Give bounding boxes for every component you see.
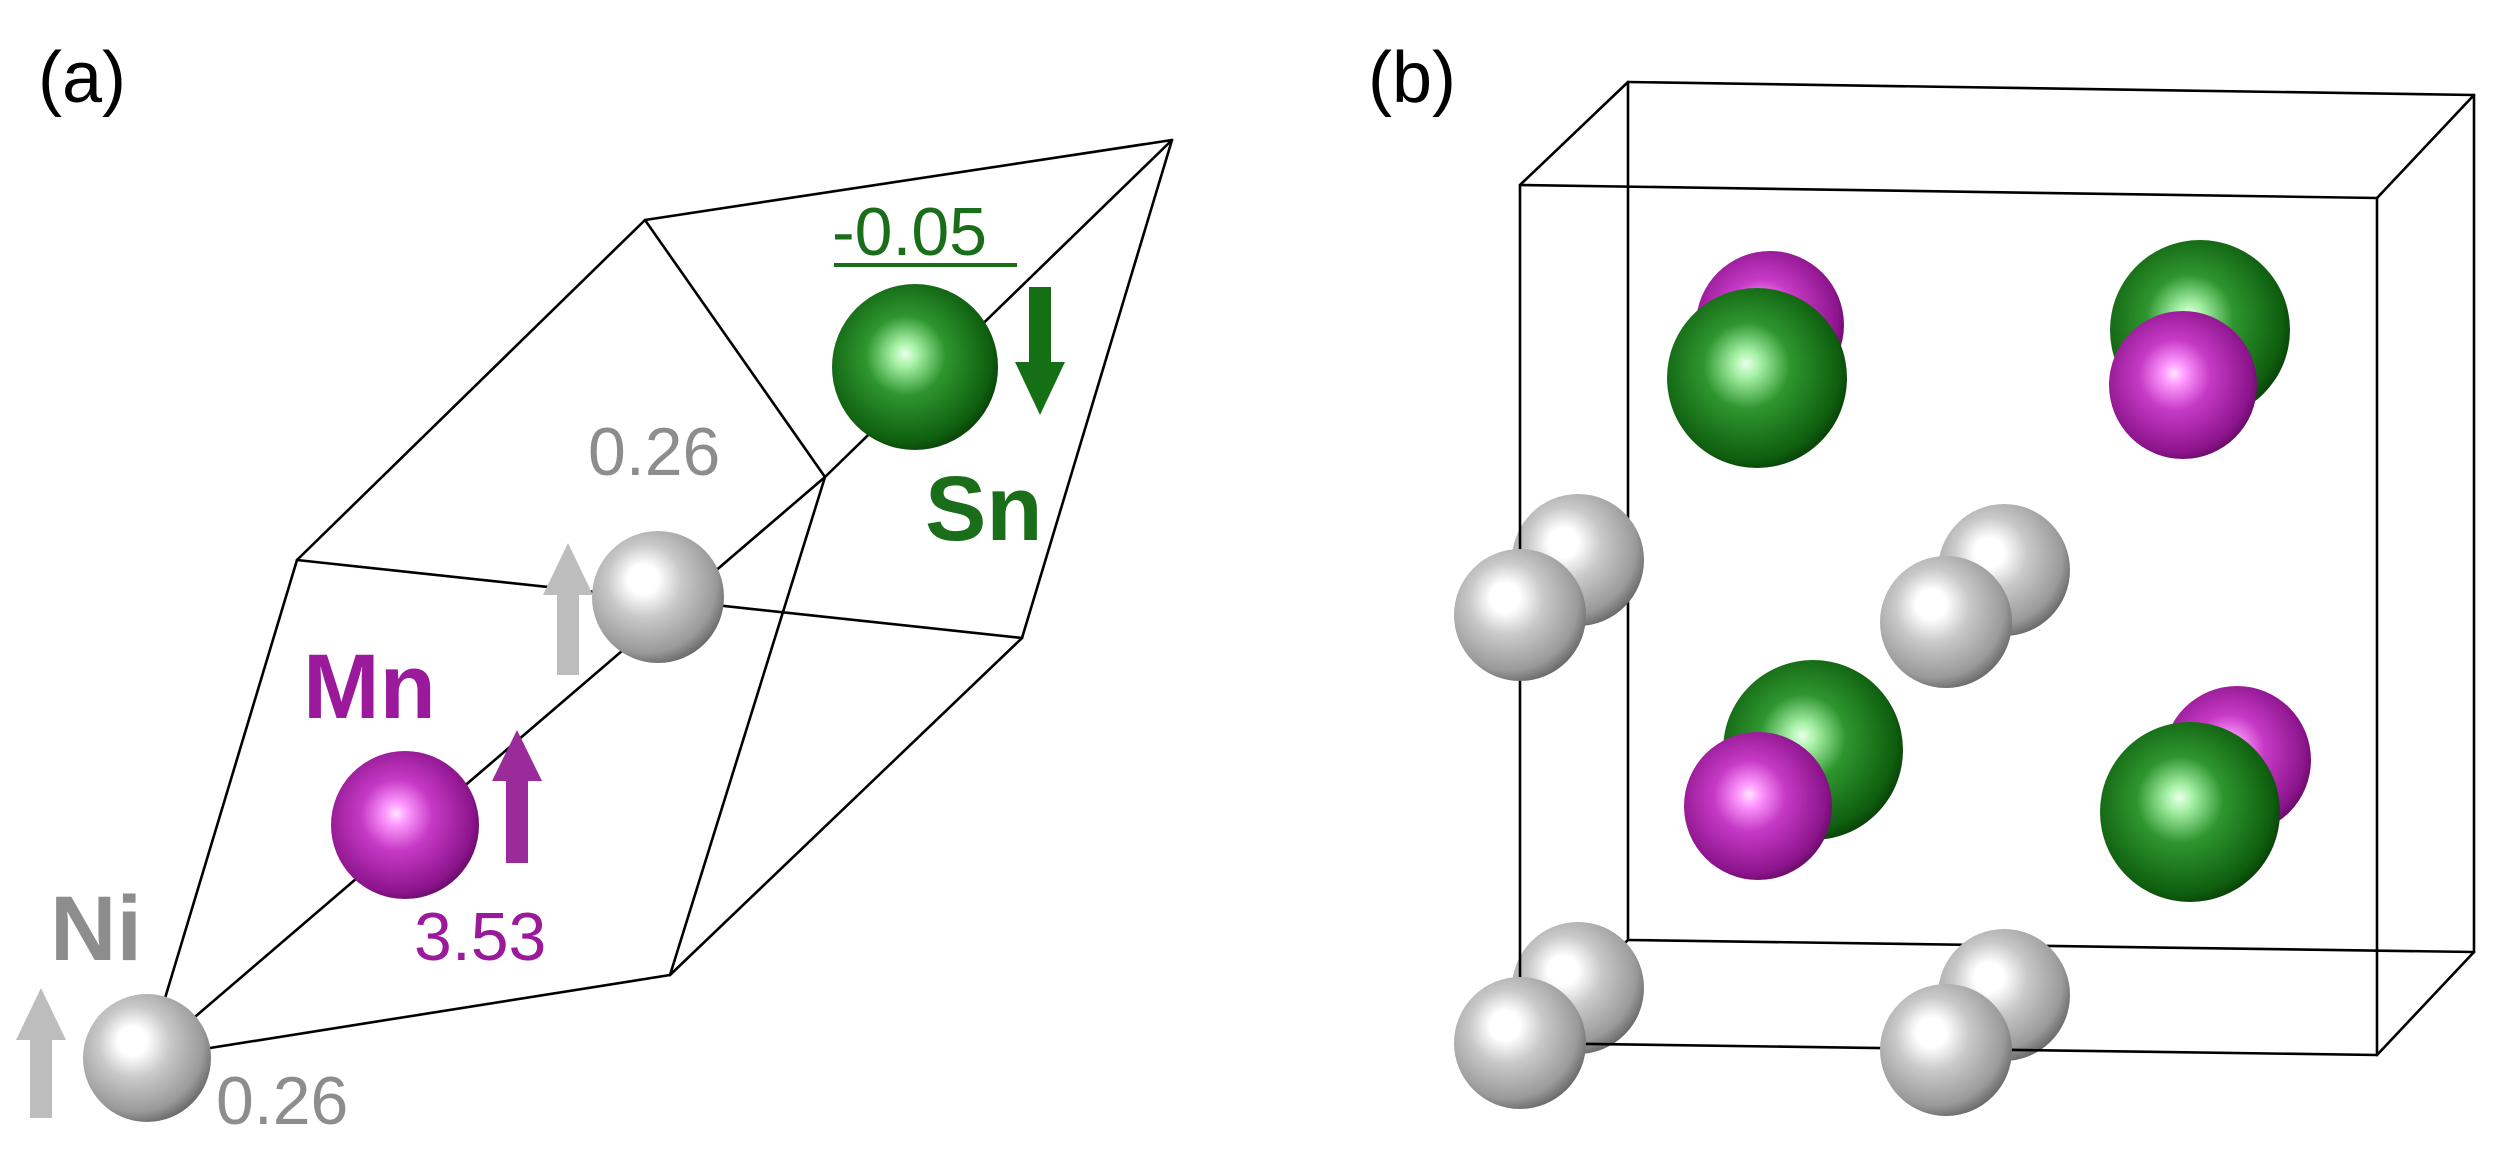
ni-spin-up-arrow: [543, 543, 593, 675]
panel-a: (a) Ni 0.26: [16, 38, 1174, 1139]
sn-spin-down-arrow: [1015, 287, 1065, 415]
ni-atom-sphere: [1880, 556, 2012, 688]
cell-edge: [1626, 80, 2476, 97]
ni-atom-sphere: [592, 531, 724, 663]
cell-edge: [1020, 138, 1174, 640]
mn-atom-sphere: [2109, 311, 2257, 459]
sn-label: Sn: [925, 458, 1043, 560]
cell-edge: [145, 558, 299, 1060]
front-atoms: [1454, 288, 2280, 1116]
sn-atom-group: -0.05 Sn: [832, 194, 1065, 560]
mn-spin-up-arrow: [492, 730, 542, 863]
cell-edge: [295, 218, 647, 562]
panel-b: (b): [1368, 38, 2476, 1116]
ni-atom-center-group: 0.26: [543, 414, 724, 675]
cell-edge: [668, 636, 1024, 977]
ni-atom-sphere: [1880, 984, 2012, 1116]
cell-edge: [643, 218, 827, 479]
cell-edge: [1626, 938, 2476, 954]
cell-edge: [145, 973, 672, 1060]
ni-atom-group: Ni 0.26: [16, 878, 348, 1139]
panel-a-label: (a): [38, 38, 126, 118]
mn-moment-label: 3.53: [414, 899, 546, 975]
panel-b-label: (b): [1368, 38, 1456, 118]
cell-edge: [1518, 183, 2379, 200]
ni-spin-up-arrow: [16, 988, 66, 1118]
mn-label: Mn: [303, 636, 436, 738]
sn-atom-sphere: [2100, 722, 2280, 902]
cell-edge: [668, 475, 827, 977]
ni-atom-sphere: [1454, 549, 1586, 681]
sn-atom-sphere: [1667, 288, 1847, 468]
ni-atom-sphere: [83, 994, 211, 1122]
sn-atom-sphere: [832, 284, 998, 450]
mn-atom-sphere: [1684, 732, 1832, 880]
cell-edge: [2375, 950, 2476, 1057]
cell-edge: [1518, 80, 1630, 187]
conventional-cell: [1518, 80, 2476, 1057]
mn-atom-group: Mn 3.53: [303, 636, 546, 975]
sn-moment-label: -0.05: [832, 194, 987, 270]
ni-moment-label: 0.26: [588, 414, 720, 490]
cell-edge: [2375, 93, 2476, 200]
cell-edge: [643, 138, 1174, 222]
ni-label: Ni: [50, 878, 142, 980]
ni-atom-sphere: [1454, 977, 1586, 1109]
mn-atom-sphere: [331, 751, 479, 899]
ni-moment-label: 0.26: [216, 1063, 348, 1139]
